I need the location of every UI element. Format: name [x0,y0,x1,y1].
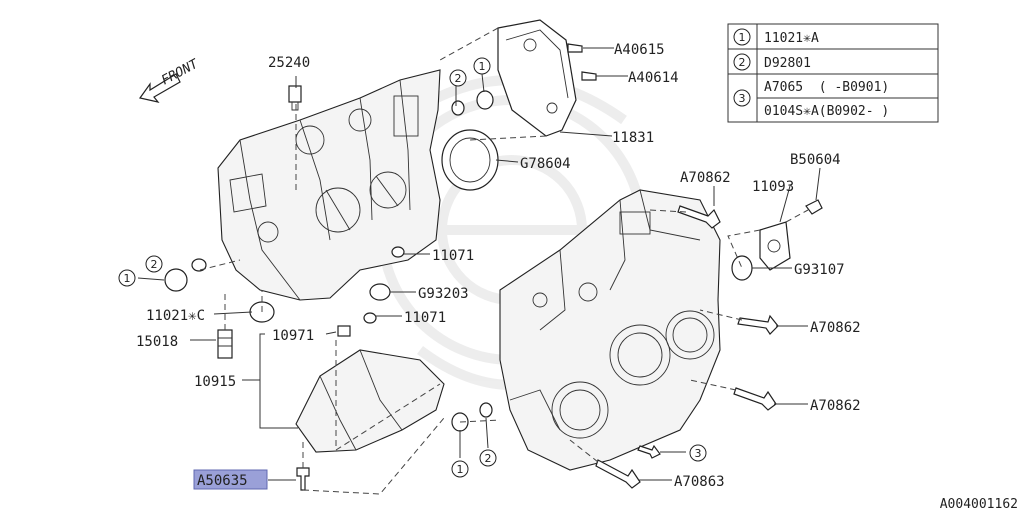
svg-text:1: 1 [124,272,131,285]
label-g93107: G93107 [794,262,845,278]
label-g78604: G78604 [520,156,571,172]
label-a50635[interactable]: A50635 [197,473,248,489]
bolt-a50635[interactable] [296,467,310,491]
upper-bolts-a406[interactable] [567,43,597,81]
svg-text:2: 2 [455,72,462,85]
oil-seal-ring[interactable] [441,129,499,191]
crankcase-left-half[interactable] [217,69,441,301]
front-label: FRONT [159,56,202,88]
sensor-part[interactable] [288,85,302,111]
svg-text:1: 1 [479,60,486,73]
svg-text:3: 3 [695,447,702,460]
label-11831: 11831 [612,130,654,146]
plug-top[interactable] [451,90,494,116]
legend-row2-value: D92801 [764,56,811,71]
label-a40615: A40615 [614,42,665,58]
rear-cover-plate[interactable] [497,19,577,137]
legend-row3-value-a: A7065 ( -B0901) [764,80,889,95]
label-11071-lower: 11071 [404,310,446,326]
label-b50604: B50604 [790,152,841,168]
bolt-upper-right[interactable] [677,205,721,229]
bottom-plug-washer[interactable] [451,402,493,432]
legend-row3-value-b: 0104S✳A(B0902- ) [764,104,889,119]
label-g93203: G93203 [418,286,469,302]
svg-text:3: 3 [739,92,746,105]
legend-row1-value: 11021✳A [764,31,819,46]
svg-text:1: 1 [457,463,464,476]
breather-plate-11093[interactable] [759,221,791,271]
label-11071-upper: 11071 [432,248,474,264]
bolt-b50604[interactable] [805,199,823,215]
bolt-3-callout[interactable] [637,444,661,459]
bolt-lower-right[interactable] [733,387,777,411]
svg-text:2: 2 [485,452,492,465]
label-25240: 25240 [268,55,310,71]
o-ring-group[interactable] [363,246,405,324]
svg-text:1: 1 [739,31,746,44]
svg-text:2: 2 [151,258,158,271]
label-15018: 15018 [136,334,178,350]
highlight-a50635 [193,469,268,490]
callout-markers: 1 2 1 2 1 2 3 [118,57,707,478]
part-labels: 25240 A40615 A40614 11831 G78604 11071 G… [136,42,861,490]
crankcase-right-half[interactable] [499,189,721,471]
left-plug[interactable] [164,258,207,292]
label-a70863: A70863 [674,474,725,490]
baffle-clip[interactable] [337,325,351,337]
long-bolt-a70863[interactable] [595,459,641,489]
label-a70862-mid: A70862 [810,320,861,336]
label-11093: 11093 [752,179,794,195]
label-10915: 10915 [194,374,236,390]
catalog-id: A004001162 [940,497,1018,512]
baffle-plate[interactable] [295,349,445,453]
label-a70862-low: A70862 [810,398,861,414]
front-arrow-icon: FRONT [138,56,202,103]
leader-lines [137,27,821,495]
label-a70862-top: A70862 [680,170,731,186]
svg-text:2: 2 [739,56,746,69]
label-11021c: 11021✳C [146,308,205,324]
filter-stud[interactable] [217,329,233,359]
gasket-g93107[interactable] [731,255,753,281]
label-a40614: A40614 [628,70,679,86]
bolt-mid-right[interactable] [737,314,779,335]
legend-table: 1 2 3 11021✳A D92801 A7065 ( -B0901) 010… [727,23,939,123]
label-10971: 10971 [272,328,314,344]
